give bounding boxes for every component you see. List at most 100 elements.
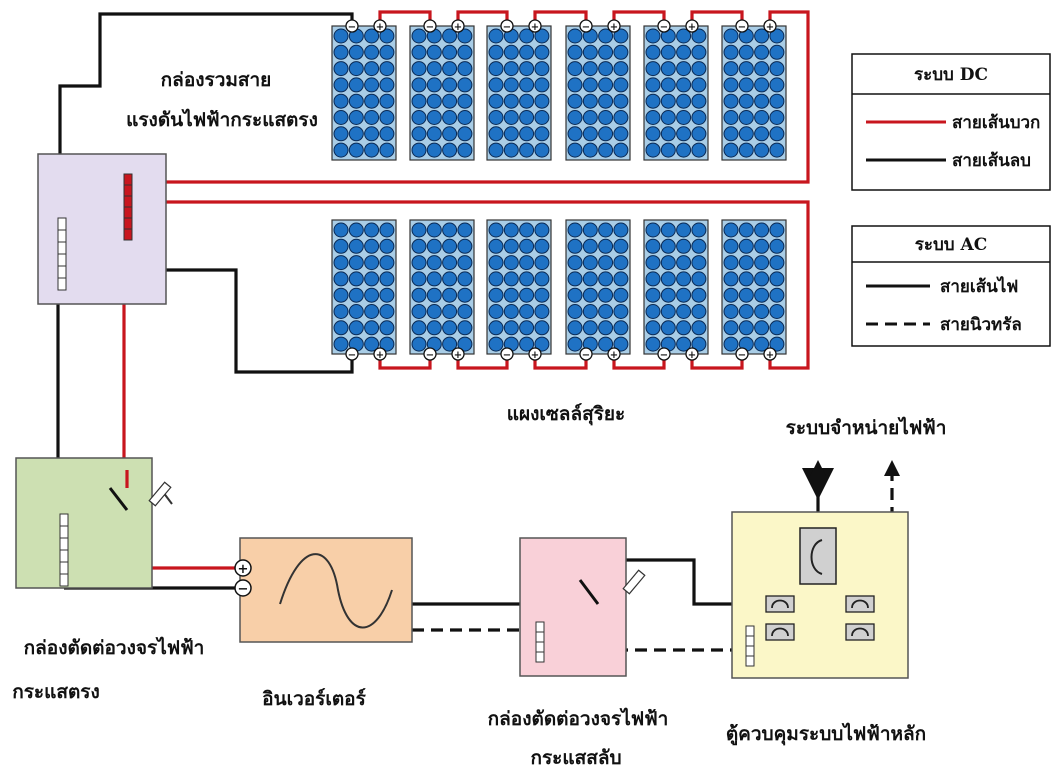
combiner-box-label-line2: แรงดันไฟฟ้ากระแสตรง [126,108,318,131]
inverter-label: อินเวอร์เตอร์ [262,688,366,710]
svg-text:−: − [660,350,668,361]
panel-positive-terminal: + [763,347,777,361]
panel-negative-terminal: − [500,347,514,361]
branch-breaker [845,595,875,613]
panel-negative-terminal: − [657,19,671,33]
panel-negative-terminal: − [423,347,437,361]
minus-symbol: − [238,582,249,597]
grid-neutral-arrowhead [884,460,900,476]
terminal-block [535,651,545,663]
panel-negative-terminal: − [579,19,593,33]
ac-disconnect-label-line1: กล่องตัดต่อวงจรไฟฟ้า [488,707,669,730]
panel-series-link [612,354,666,370]
terminal-block [535,641,545,653]
svg-text:−: − [426,22,434,33]
inverter-negative-terminal: − [234,579,252,597]
svg-text:−: − [582,22,590,33]
solar-panel [409,219,475,355]
panel-positive-terminal: + [685,347,699,361]
panel-positive-terminal: + [763,19,777,33]
legend-ac: ระบบ AC สายเส้นไฟ สายนิวทรัล [851,225,1051,347]
panel-positive-terminal: + [451,19,465,33]
panel-negative-terminal: − [657,347,671,361]
ac-switch-handle [622,569,646,595]
svg-text:+: + [454,22,462,33]
ac-disconnect-label-line2: กระแสสลับ [530,747,621,769]
panel-negative-terminal: − [735,19,749,33]
terminal-block [57,217,67,231]
fuse-terminal [123,217,133,230]
panel-series-link [533,10,588,26]
dc-switch-blade [108,487,129,511]
terminal-block [59,561,69,575]
svg-text:+: + [376,350,384,361]
terminal-block [59,513,69,527]
main-panel-label: ตู้ควบคุมระบบไฟฟ้าหลัก [726,722,926,746]
dc-disconnect-box [15,457,153,589]
main-breaker [799,527,837,585]
solar-panel [486,219,552,355]
legend-neutral-label: สายนิวทรัล [940,315,1022,335]
terminal-block [57,253,67,267]
panel-series-link [456,354,509,370]
svg-text:+: + [454,350,462,361]
panel-negative-terminal: − [345,19,359,33]
solar-panel [409,25,475,161]
svg-text:+: + [531,350,539,361]
solar-panel [721,219,787,355]
svg-text:+: + [531,22,539,33]
svg-text:−: − [660,22,668,33]
panel-positive-terminal: + [528,19,542,33]
branch-breaker [765,623,795,641]
dc-disconnect-label-line1: กล่องตัดต่อวงจรไฟฟ้า [24,636,205,659]
inverter-box [239,537,413,643]
top-string-positive-wire [138,10,810,184]
panel-series-link [690,10,744,26]
legend-negative-label: สายเส้นลบ [952,151,1031,171]
legend-line-label: สายเส้นไฟ [940,276,1018,297]
panel-series-link [378,10,432,26]
svg-text:+: + [376,22,384,33]
ac-switch-blade [578,579,600,605]
svg-text:+: + [766,350,774,361]
svg-text:−: − [348,22,356,33]
sine-wave-icon [279,553,393,629]
top-string-negative-wire [58,12,354,212]
terminal-block [745,625,755,637]
panel-series-link [456,10,509,26]
bottom-string-negative-wire [130,268,354,374]
terminal-block [59,549,69,563]
panel-positive-terminal: + [373,19,387,33]
svg-text:−: − [503,22,511,33]
terminal-block [745,645,755,657]
terminal-block [745,655,755,667]
panel-positive-terminal: + [528,347,542,361]
terminal-block [535,621,545,633]
panel-positive-terminal: + [373,347,387,361]
terminal-block [57,229,67,243]
svg-text:−: − [426,350,434,361]
solar-panel [486,25,552,161]
svg-text:−: − [738,22,746,33]
panel-positive-terminal: + [607,347,621,361]
solar-panel-row-top [331,25,787,161]
solar-panel [643,25,709,161]
fuse-terminal [123,195,133,208]
terminal-block [535,631,545,643]
grid-line-arrowhead [810,460,826,476]
legend-dc: ระบบ DC สายเส้นบวก สายเส้นลบ [851,53,1051,191]
svg-text:−: − [348,350,356,361]
terminal-block [59,525,69,539]
terminal-block [57,241,67,255]
svg-text:+: + [688,22,696,33]
fuse-terminal [123,228,133,241]
svg-text:+: + [766,22,774,33]
solar-panel [565,25,631,161]
fuse-terminal [123,184,133,197]
fuse-terminal [123,173,133,186]
dc-disconnect-label-line2: กระแสตรง [12,681,100,703]
panel-positive-terminal: + [451,347,465,361]
panel-series-link [690,354,744,370]
inverter-positive-terminal: + [234,559,252,577]
